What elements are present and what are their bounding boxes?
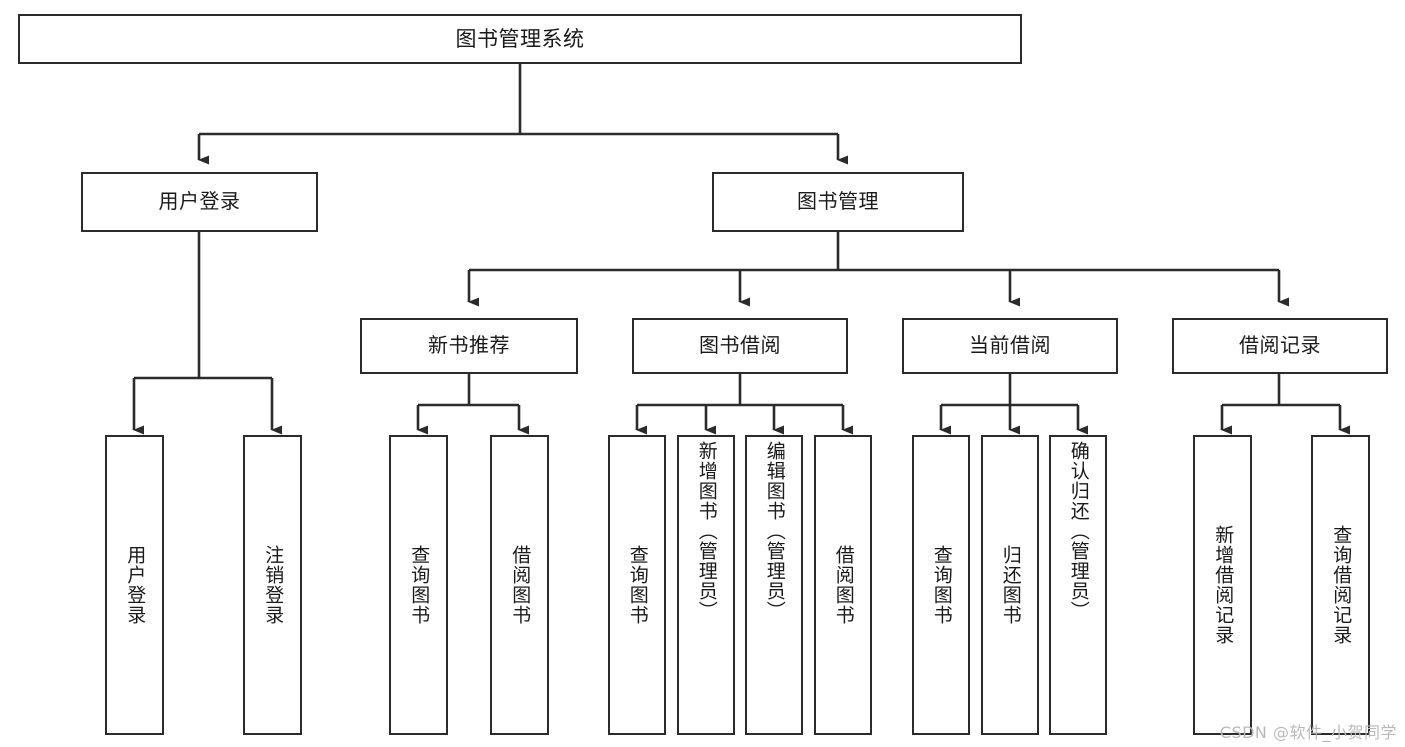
node-leaf-label: 查询借阅记录 bbox=[1330, 525, 1353, 645]
node-leaf-newbook-query-book[interactable]: 查询图书 bbox=[389, 435, 448, 735]
node-user-login-label: 用户登录 bbox=[158, 189, 241, 214]
node-leaf-user-login-logout[interactable]: 注销登录 bbox=[243, 435, 302, 735]
csdn-watermark: CSDN @软件_小贺同学 bbox=[1219, 723, 1397, 742]
node-new-book-recommend-label: 新书推荐 bbox=[428, 333, 510, 358]
node-leaf-label: 用户登录 bbox=[124, 545, 147, 625]
node-leaf-borrow-borrow-book[interactable]: 借阅图书 bbox=[814, 435, 872, 735]
node-leaf-label: 查询图书 bbox=[930, 545, 953, 625]
node-current-borrow[interactable]: 当前借阅 bbox=[902, 318, 1118, 374]
node-leaf-user-login-login[interactable]: 用户登录 bbox=[105, 435, 164, 735]
node-leaf-label: 编辑图书（管理员） bbox=[763, 441, 786, 621]
node-leaf-current-return-book[interactable]: 归还图书 bbox=[981, 435, 1039, 735]
node-leaf-borrow-edit-book[interactable]: 编辑图书（管理员） bbox=[745, 435, 803, 735]
node-user-login[interactable]: 用户登录 bbox=[81, 172, 318, 232]
node-leaf-record-query-record[interactable]: 查询借阅记录 bbox=[1311, 435, 1370, 735]
node-leaf-current-query-book[interactable]: 查询图书 bbox=[912, 435, 970, 735]
node-book-management[interactable]: 图书管理 bbox=[712, 172, 964, 232]
node-leaf-current-confirm-return[interactable]: 确认归还（管理员） bbox=[1049, 435, 1107, 735]
node-current-borrow-label: 当前借阅 bbox=[969, 333, 1051, 358]
node-leaf-borrow-query-book[interactable]: 查询图书 bbox=[608, 435, 666, 735]
node-borrow-record-label: 借阅记录 bbox=[1239, 333, 1321, 358]
node-leaf-label: 归还图书 bbox=[999, 545, 1022, 625]
node-borrow-record[interactable]: 借阅记录 bbox=[1172, 318, 1388, 374]
node-root[interactable]: 图书管理系统 bbox=[18, 14, 1022, 64]
node-new-book-recommend[interactable]: 新书推荐 bbox=[360, 318, 578, 374]
node-leaf-record-add-record[interactable]: 新增借阅记录 bbox=[1193, 435, 1252, 735]
node-leaf-label: 新增图书（管理员） bbox=[695, 441, 718, 621]
node-leaf-label: 借阅图书 bbox=[509, 545, 532, 625]
node-book-management-label: 图书管理 bbox=[797, 189, 879, 214]
node-leaf-label: 查询图书 bbox=[408, 545, 431, 625]
node-leaf-label: 确认归还（管理员） bbox=[1067, 441, 1090, 621]
node-book-borrow-label: 图书借阅 bbox=[699, 333, 781, 358]
node-root-label: 图书管理系统 bbox=[455, 26, 585, 51]
node-leaf-label: 注销登录 bbox=[262, 545, 285, 625]
node-leaf-label: 新增借阅记录 bbox=[1212, 525, 1235, 645]
node-book-borrow[interactable]: 图书借阅 bbox=[632, 318, 848, 374]
node-leaf-label: 借阅图书 bbox=[832, 545, 855, 625]
node-leaf-borrow-add-book[interactable]: 新增图书（管理员） bbox=[677, 435, 735, 735]
node-leaf-label: 查询图书 bbox=[626, 545, 649, 625]
node-leaf-newbook-borrow-book[interactable]: 借阅图书 bbox=[490, 435, 549, 735]
